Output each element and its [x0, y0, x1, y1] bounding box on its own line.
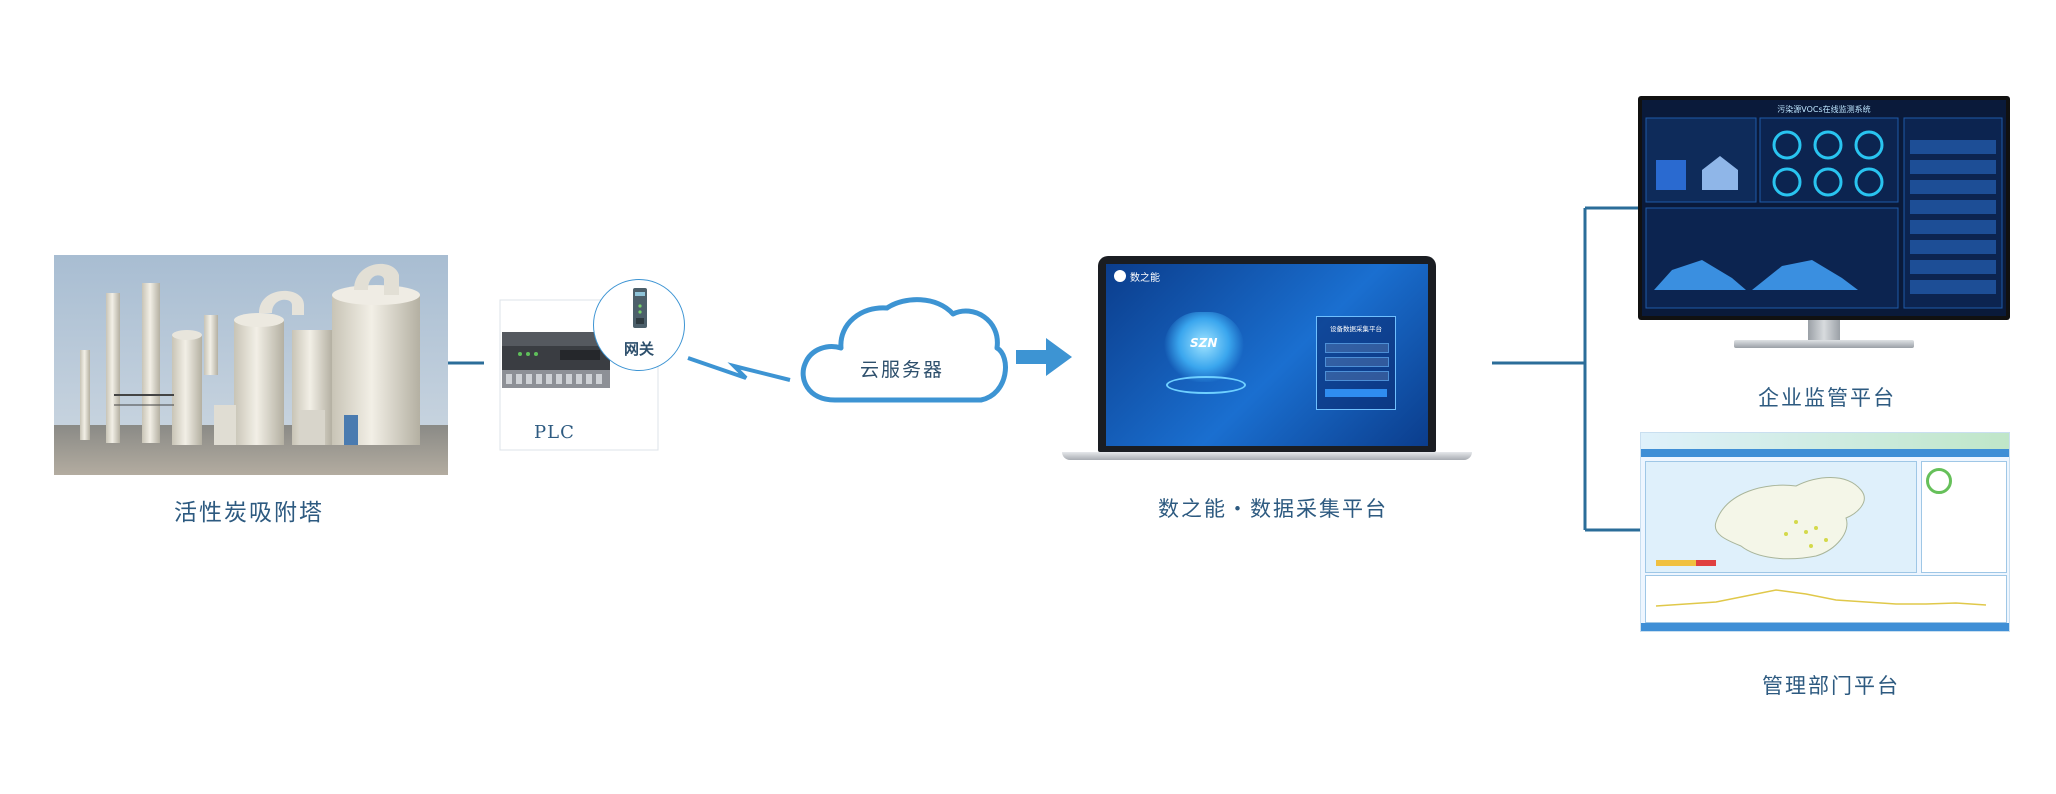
enterprise-caption: 企业监管平台: [1758, 386, 1896, 410]
tower-caption: 活性炭吸附塔: [174, 500, 324, 526]
cloud-hologram-icon: [1164, 312, 1244, 382]
gov-platform-screenshot: [1640, 432, 2010, 632]
dashboard-graphics: [1645, 117, 2003, 309]
login-button[interactable]: [1325, 389, 1387, 397]
gov-map-panel: [1645, 461, 1917, 573]
brand-logo-icon: [1114, 270, 1126, 282]
laptop-base: [1062, 452, 1472, 460]
captcha-field[interactable]: [1325, 371, 1389, 381]
gov-tab-bar: [1641, 449, 2009, 457]
login-title: 设备数据采集平台: [1330, 325, 1382, 333]
adsorption-tower-photo: [54, 255, 448, 475]
username-field[interactable]: [1325, 343, 1389, 353]
gov-footer-bar: [1641, 623, 2009, 631]
cloud-label: 云服务器: [859, 359, 944, 381]
arrow-to-laptop: [1016, 338, 1072, 376]
gov-side-panel: [1921, 461, 2007, 573]
plc-device: [500, 322, 612, 398]
monitor-title: 污染源VOCs在线监测系统: [1777, 105, 1871, 114]
platform-base-icon: [1166, 376, 1246, 394]
lightning-link: [687, 356, 791, 382]
enterprise-monitor: 污染源VOCs在线监测系统: [1638, 96, 2010, 352]
laptop: 数之能 SZN 设备数据采集平台: [1062, 256, 1482, 472]
gov-trend-panel: [1645, 575, 2007, 623]
monitor-screen: 污染源VOCs在线监测系统: [1642, 100, 2006, 316]
brand-name: 数之能: [1130, 273, 1160, 284]
laptop-screen: 数之能 SZN 设备数据采集平台: [1106, 264, 1428, 446]
password-field[interactable]: [1325, 357, 1389, 367]
china-map-shape: [1714, 477, 1865, 560]
gateway-device-icon: [633, 288, 647, 328]
login-panel: 设备数据采集平台: [1316, 316, 1396, 410]
gateway-label: 网关: [623, 340, 654, 358]
aqi-gauge-icon: [1926, 468, 1952, 494]
szn-logo: SZN: [1190, 336, 1218, 350]
laptop-caption: 数之能・数据采集平台: [1158, 497, 1388, 521]
monitor-stand: [1808, 320, 1840, 342]
plc-box-border: [499, 299, 659, 451]
monitor-foot: [1734, 340, 1914, 348]
cloud-icon: [800, 297, 1008, 403]
gov-caption: 管理部门平台: [1762, 674, 1900, 698]
plc-caption: PLC: [534, 422, 575, 443]
gateway-node: 网关: [593, 279, 685, 371]
